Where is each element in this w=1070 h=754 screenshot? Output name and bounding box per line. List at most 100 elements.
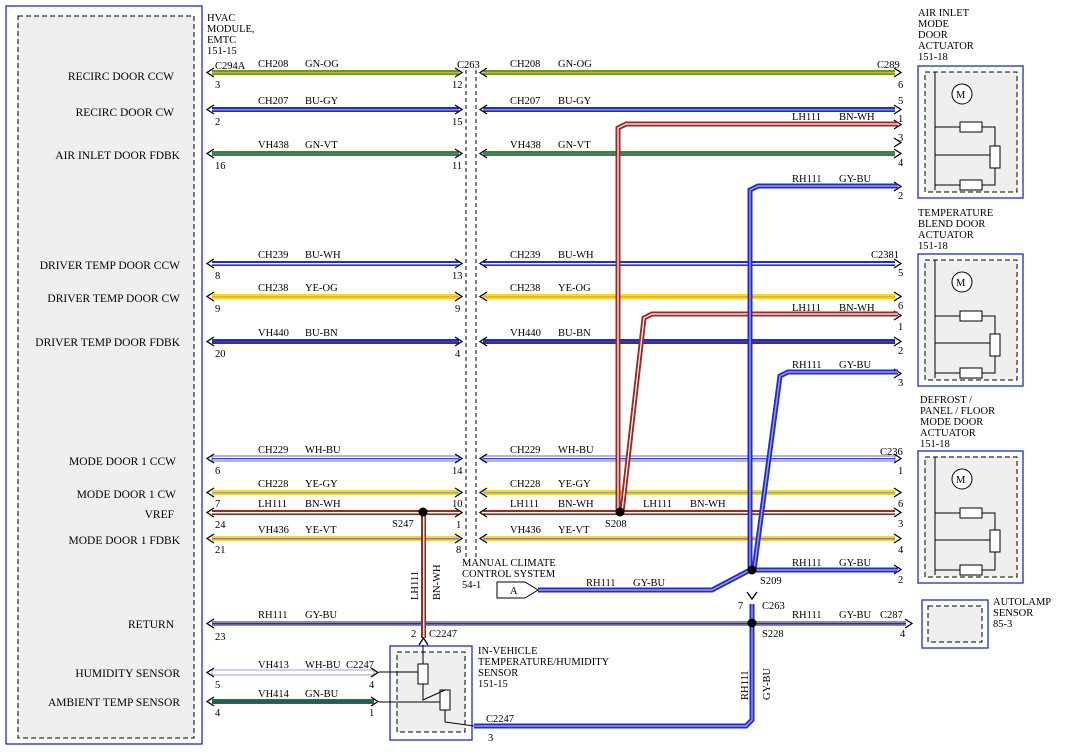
wire-mode-fdbk-circuit-2: VH436 (510, 525, 541, 536)
wire-recirc-ccw-color-2: GN-OG (558, 59, 592, 70)
wire-air-fdbk-color: GN-VT (305, 140, 338, 151)
signal-label-drv-ccw: DRIVER TEMP DOOR CCW (40, 260, 180, 272)
signal-label-mode-ccw: MODE DOOR 1 CCW (69, 456, 176, 468)
mode-title-5: 151-18 (920, 439, 950, 450)
splice-s247-dot (418, 507, 428, 517)
signal-label-vref: VREF (145, 509, 174, 521)
hvac-module: HVAC MODULE, EMTC 151-15 C294A (5, 5, 255, 745)
blend-motor-label: M (956, 278, 966, 289)
blend-title-2: BLEND DOOR (918, 219, 985, 230)
wire-drv-fdbk-circuit-2: VH440 (510, 328, 541, 339)
wire-mode-fdbk-color-2: YE-VT (558, 525, 590, 536)
connector-c2247-2: C2247 (429, 629, 457, 640)
c263-pin-11: 11 (452, 161, 462, 172)
wire-drv-cw-color: YE-OG (305, 283, 338, 294)
hvac-title-1: HVAC (207, 13, 235, 24)
wire-recirc-cw-circuit-2: CH207 (510, 96, 540, 107)
mode-motor-label: M (956, 475, 966, 486)
signal-label-drv-cw: DRIVER TEMP DOOR CW (47, 293, 180, 305)
mode-actuator: DEFROST / PANEL / FLOOR MODE DOOR ACTUAT… (917, 395, 1024, 584)
wire-recirc-ccw-circuit: CH208 (258, 59, 288, 70)
wire-humidity-color: WH-BU (305, 660, 341, 671)
hvac-title-3: EMTC (207, 35, 236, 46)
signal-label-recirc-ccw: RECIRC DOOR CCW (68, 71, 174, 83)
wire-vref-color-3: BN-WH (690, 499, 726, 510)
sensor-title-2: TEMPERATURE/HUMIDITY (478, 657, 610, 668)
air-inlet-resistor-1-icon (959, 121, 983, 133)
splice-s228: S228 (762, 629, 784, 640)
hvac-title-2: MODULE, (207, 24, 255, 35)
air-inlet-title-5: 151-18 (918, 52, 948, 63)
hvac-pin-8: 8 (215, 271, 220, 282)
air-inlet-title-3: DOOR (918, 30, 948, 41)
wire-mode-ccw: CH229 WH-BU CH229 WH-BU 6 14 1 C236 (211, 445, 903, 477)
connector-arrows (205, 67, 914, 707)
air-inlet-pin-5: 5 (898, 96, 903, 107)
wire-vref-circuit: LH111 (258, 499, 287, 510)
rh111-branches: RH111 GY-BU RH111 GY-BU RH111 GY-BU RH11… (474, 174, 903, 744)
splice-s209: S209 (760, 576, 782, 587)
hvac-pin-16: 16 (215, 161, 226, 172)
wire-drv-ccw: CH239 BU-WH CH239 BU-WH 8 13 5 C2381 (212, 250, 903, 282)
mode-pin-3: 3 (898, 519, 903, 530)
wire-ambient: VH414 GN-BU 4 1 (212, 689, 374, 719)
c263-pin-14: 14 (452, 466, 463, 477)
air-inlet-resistor-2-icon (959, 179, 983, 191)
wire-mode-cw-circuit-2: CH228 (510, 479, 540, 490)
rh111-vertical-color: GY-BU (762, 667, 773, 700)
manual-title-3: 54-1 (462, 580, 481, 591)
connector-c2247-4: C2247 (346, 660, 374, 671)
wire-drv-cw-color-2: YE-OG (558, 283, 591, 294)
air-inlet-title-2: MODE (918, 19, 949, 30)
hvac-pin-4: 4 (215, 708, 221, 719)
wire-mode-ccw-color: WH-BU (305, 445, 341, 456)
manual-climate-ref: A MANUAL CLIMATE CONTROL SYSTEM 54-1 (462, 558, 556, 599)
c263-pin-12: 12 (452, 80, 463, 91)
sensor-title-1: IN-VEHICLE (478, 646, 537, 657)
connector-c2381: C2381 (871, 250, 899, 261)
autolamp-title-2: SENSOR (993, 608, 1033, 619)
hvac-pin-6: 6 (215, 466, 220, 477)
c263-pin-1: 1 (456, 520, 461, 531)
connector-c236: C236 (880, 447, 903, 458)
wire-humidity: VH413 WH-BU 5 4 C2247 (211, 660, 375, 691)
rh111-branch-color-4: GY-BU (633, 578, 666, 589)
wire-air-fdbk-circuit-2: VH438 (510, 140, 541, 151)
wire-mode-fdbk-color: YE-VT (305, 525, 337, 536)
wire-drv-fdbk-color: BU-BN (305, 328, 338, 339)
c263-pin-13: 13 (452, 271, 463, 282)
hvac-pin-3: 3 (215, 80, 220, 91)
blend-pin-1: 1 (898, 322, 903, 333)
wire-mode-ccw-color-2: WH-BU (558, 445, 594, 456)
connector-c294a: C294A (215, 61, 246, 72)
wire-mode-fdbk-circuit: VH436 (258, 525, 289, 536)
blend-pot-icon (989, 333, 1001, 357)
connector-c287: C287 (880, 610, 903, 621)
sensor-title-4: 151-15 (478, 679, 508, 690)
splice-s208: S208 (605, 519, 627, 530)
wire-drv-fdbk-color-2: BU-BN (558, 328, 591, 339)
mode-title-3: MODE DOOR (920, 417, 983, 428)
wire-vref-circuit-3: LH111 (643, 499, 672, 510)
splice-s208-dot (615, 507, 625, 517)
wire-drv-ccw-circuit: CH239 (258, 250, 288, 261)
wire-ambient-circuit: VH414 (258, 689, 290, 700)
wire-recirc-ccw-color: GN-OG (305, 59, 339, 70)
blend-pin-5: 5 (898, 268, 903, 279)
sensor-pin-2: 2 (411, 629, 416, 640)
manual-title-1: MANUAL CLIMATE (462, 558, 556, 569)
wire-drv-fdbk: VH440 BU-BN VH440 BU-BN 20 4 2 (212, 328, 903, 360)
wire-drv-fdbk-circuit: VH440 (258, 328, 289, 339)
rh111-branch-circuit-2: RH111 (792, 360, 822, 371)
wire-drv-cw-circuit: CH238 (258, 283, 288, 294)
signal-label-return: RETURN (128, 619, 175, 631)
rh111-branch-circuit-1: RH111 (792, 174, 822, 185)
air-inlet-title-1: AIR INLET (918, 8, 970, 19)
wire-return-circuit-2: RH111 (792, 610, 822, 621)
air-inlet-pin-1: 1 (898, 114, 903, 125)
splice-s228-dot (747, 618, 757, 628)
wire-mode-ccw-circuit-2: CH229 (510, 445, 540, 456)
air-inlet-motor-icon (951, 83, 973, 105)
air-inlet-pot-icon (989, 145, 1001, 169)
signal-labels: RECIRC DOOR CCW RECIRC DOOR CW AIR INLET… (35, 71, 180, 709)
